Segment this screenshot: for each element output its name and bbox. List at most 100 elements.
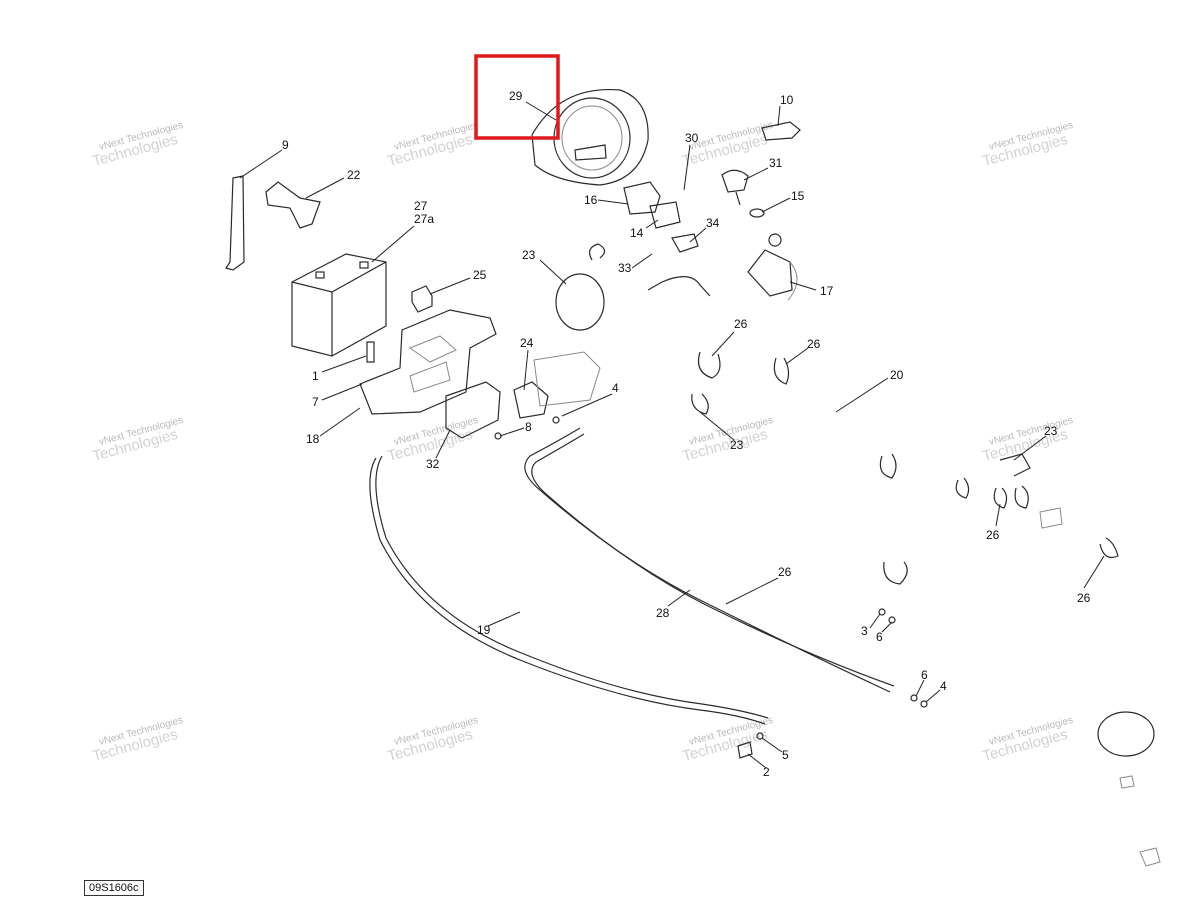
nut-part — [878, 608, 886, 616]
callout-9: 9 — [282, 138, 289, 152]
cable-tie-part — [697, 351, 721, 379]
watermark: vNext Technologies Technologies — [681, 715, 775, 765]
callout-1: 1 — [312, 369, 319, 383]
watermark: vNext Technologies Technologies — [681, 415, 775, 465]
cable-tie-part — [993, 487, 1008, 509]
callout-23: 23 — [730, 438, 744, 452]
strap-part — [225, 175, 245, 271]
callout-26: 26 — [986, 528, 1000, 542]
cable-part — [524, 427, 891, 693]
cable-tie-part — [1014, 485, 1029, 509]
washer-part — [756, 732, 764, 740]
small-part — [1139, 847, 1161, 867]
watermark: vNext Technologies Technologies — [981, 415, 1075, 465]
watermark: vNext Technologies Technologies — [981, 120, 1075, 170]
callout-17: 17 — [820, 284, 834, 298]
callout-33: 33 — [618, 261, 632, 275]
connector-part — [761, 121, 801, 141]
cable-tie-part — [955, 477, 970, 499]
lanyard-part — [747, 249, 793, 297]
callout-23: 23 — [522, 248, 536, 262]
callout-19: 19 — [477, 623, 491, 637]
lanyard-clip — [768, 233, 782, 247]
callout-7: 7 — [312, 395, 319, 409]
callout-3: 3 — [861, 624, 868, 638]
highlight-box — [474, 54, 560, 140]
switch-part — [623, 181, 661, 215]
sensor-part — [721, 169, 749, 206]
callout-4: 4 — [612, 381, 619, 395]
callout-28: 28 — [656, 606, 670, 620]
lanyard-cord — [787, 261, 798, 301]
battery-tray-part — [359, 309, 497, 415]
callout-26: 26 — [778, 565, 792, 579]
washer-part — [888, 616, 896, 624]
harness-part — [647, 276, 711, 297]
callout-30: 30 — [685, 131, 699, 145]
small-part — [1039, 507, 1063, 529]
fuse-part — [411, 285, 433, 313]
callout-27: 27 — [414, 199, 428, 213]
ring-clip — [1119, 775, 1135, 789]
callout-20: 20 — [890, 368, 904, 382]
cable-tie-part — [773, 357, 790, 385]
solenoid-part — [513, 381, 549, 419]
cable-tie-part — [879, 453, 897, 479]
watermark: vNext Technologies Technologies — [386, 715, 480, 765]
callout-10: 10 — [780, 93, 794, 107]
callout-25: 25 — [473, 268, 487, 282]
callout-34: 34 — [706, 216, 720, 230]
callout-23: 23 — [1044, 424, 1058, 438]
clip-part — [749, 208, 765, 218]
callout-26: 26 — [807, 337, 821, 351]
callout-22: 22 — [347, 168, 361, 182]
watermark: vNext Technologies Technologies — [91, 120, 185, 170]
cable-tie-part — [1099, 537, 1119, 559]
washer-part — [910, 694, 918, 702]
callout-24: 24 — [520, 336, 534, 350]
callout-4: 4 — [940, 679, 947, 693]
bolt-part — [737, 741, 753, 759]
callout-26: 26 — [1077, 591, 1091, 605]
callout-18: 18 — [306, 432, 320, 446]
callout-5: 5 — [782, 748, 789, 762]
callout-27a: 27a — [414, 212, 434, 226]
regulator-part — [445, 381, 501, 439]
watermark-group: vNext Technologies Technologies vNext Te… — [91, 120, 1075, 765]
watermark: vNext Technologies Technologies — [91, 415, 185, 465]
watermark: vNext Technologies Technologies — [981, 715, 1075, 765]
watermark: vNext Technologies Technologies — [91, 715, 185, 765]
ring-part — [555, 273, 605, 331]
relay-part — [649, 201, 681, 229]
callout-6: 6 — [876, 630, 883, 644]
cable-tie-part — [883, 561, 908, 585]
cable-part — [531, 433, 895, 687]
callout-8: 8 — [525, 420, 532, 434]
callout-2: 2 — [763, 765, 770, 779]
nut-part — [552, 416, 560, 424]
watermark: vNext Technologies Technologies — [386, 120, 480, 170]
callout-26: 26 — [734, 317, 748, 331]
fuse-box-part — [533, 351, 601, 407]
cable-tie-part — [999, 453, 1031, 477]
callout-31: 31 — [769, 156, 783, 170]
connector-part — [671, 233, 699, 253]
callout-14: 14 — [630, 226, 644, 240]
clip-part — [588, 243, 606, 261]
parts-artwork — [225, 88, 1161, 867]
callout-16: 16 — [584, 193, 598, 207]
battery-part — [291, 253, 387, 357]
callout-6: 6 — [921, 668, 928, 682]
bolt-part — [366, 341, 375, 363]
figure-code-label: 09S1606c — [84, 880, 144, 896]
nut-part — [920, 700, 928, 708]
cable-part — [375, 455, 769, 719]
cable-tie-part — [691, 393, 709, 415]
leader-lines — [239, 101, 1105, 769]
callout-15: 15 — [791, 189, 805, 203]
callout-labels: 29 10 30 31 9 22 16 15 27 27a 14 34 23 3… — [282, 89, 1091, 779]
cable-part — [369, 457, 766, 725]
callout-29: 29 — [509, 89, 523, 103]
